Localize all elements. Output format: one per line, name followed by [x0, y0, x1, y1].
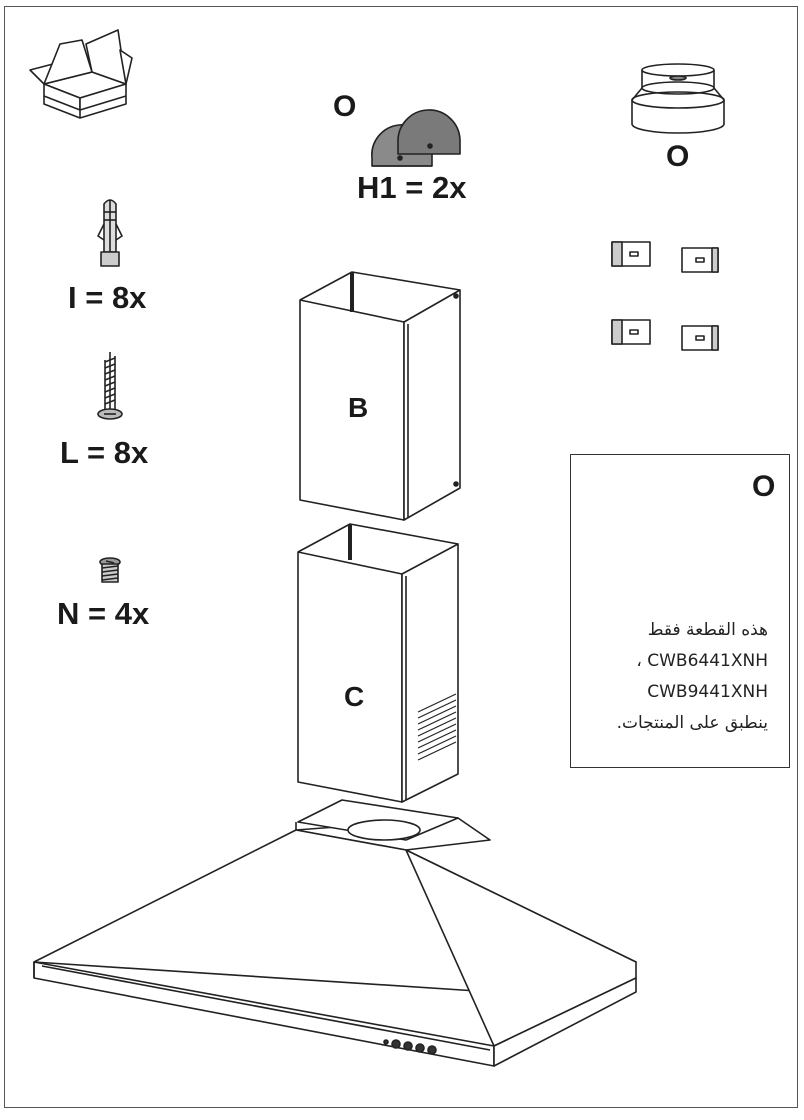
- mounting-clip-icon: [611, 241, 651, 267]
- mounting-clip-icon: [611, 319, 651, 345]
- n-quantity-label: N = 4x: [57, 596, 150, 631]
- cooker-hood-body: [33, 799, 637, 1067]
- mounting-clip-icon: [681, 247, 719, 273]
- i-quantity-label: I = 8x: [68, 280, 147, 315]
- mounting-clip-icon: [681, 325, 719, 351]
- l-quantity-label: L = 8x: [60, 435, 149, 470]
- note-line-1: هذه القطعة فقط: [647, 620, 768, 640]
- note-box: [570, 454, 790, 768]
- wood-screw-icon: [97, 352, 123, 420]
- note-part-letter: O: [752, 470, 776, 503]
- package-box-icon: [29, 29, 133, 119]
- duct-collar-icon: [631, 63, 725, 134]
- top-right-part-letter: O: [666, 140, 690, 173]
- note-line-2: ، CWB6441XNH: [636, 651, 768, 671]
- chimney-b-label: B: [348, 392, 369, 423]
- half-disc-bracket-icon: [371, 109, 461, 167]
- chimney-c-label: C: [344, 681, 365, 712]
- note-text: هذه القطعة فقط ، CWB6441XNH CWB9441XNH ي…: [568, 615, 768, 739]
- bolt-icon: [99, 557, 121, 583]
- h1-quantity-label: H1 = 2x: [357, 170, 467, 205]
- top-center-part-letter: O: [333, 90, 357, 123]
- upper-chimney-cover: [299, 271, 461, 521]
- wall-plug-icon: [97, 199, 123, 267]
- note-line-4: ينطبق على المنتجات.: [616, 713, 768, 733]
- lower-chimney-cover: [297, 523, 459, 803]
- note-line-3: CWB9441XNH: [647, 682, 768, 702]
